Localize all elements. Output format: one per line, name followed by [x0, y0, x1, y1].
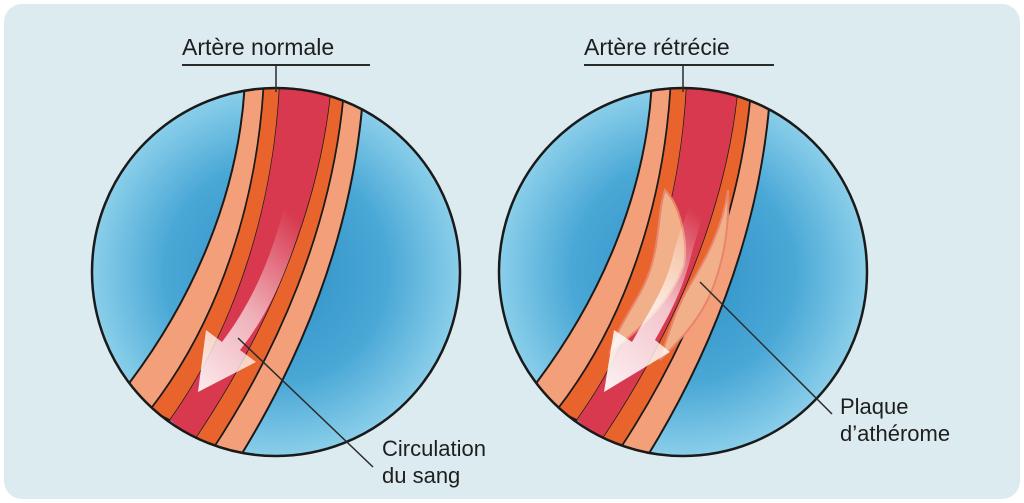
narrowed-title-underline — [584, 64, 774, 66]
narrowed-artery-title: Artère rétrécie — [584, 34, 730, 60]
narrowed-artery-sphere — [497, 86, 869, 458]
normal-artery-title: Artère normale — [182, 34, 335, 60]
normal-title-underline — [182, 64, 370, 66]
plaque-label-line1: Plaque — [840, 394, 909, 419]
narrowed-flow-arrow — [604, 130, 722, 392]
circulation-label-line1: Circulation — [382, 436, 486, 461]
circulation-leader — [237, 337, 374, 468]
circulation-label-line2: du sang — [382, 463, 461, 488]
normal-artery-blood — [170, 88, 330, 440]
plaque-leader — [699, 281, 833, 415]
normal-artery-sphere — [90, 86, 462, 458]
normal-flow-arrow — [198, 130, 316, 392]
plaque-label-line2: d’athérome — [840, 421, 951, 446]
plaque-right — [659, 189, 730, 361]
